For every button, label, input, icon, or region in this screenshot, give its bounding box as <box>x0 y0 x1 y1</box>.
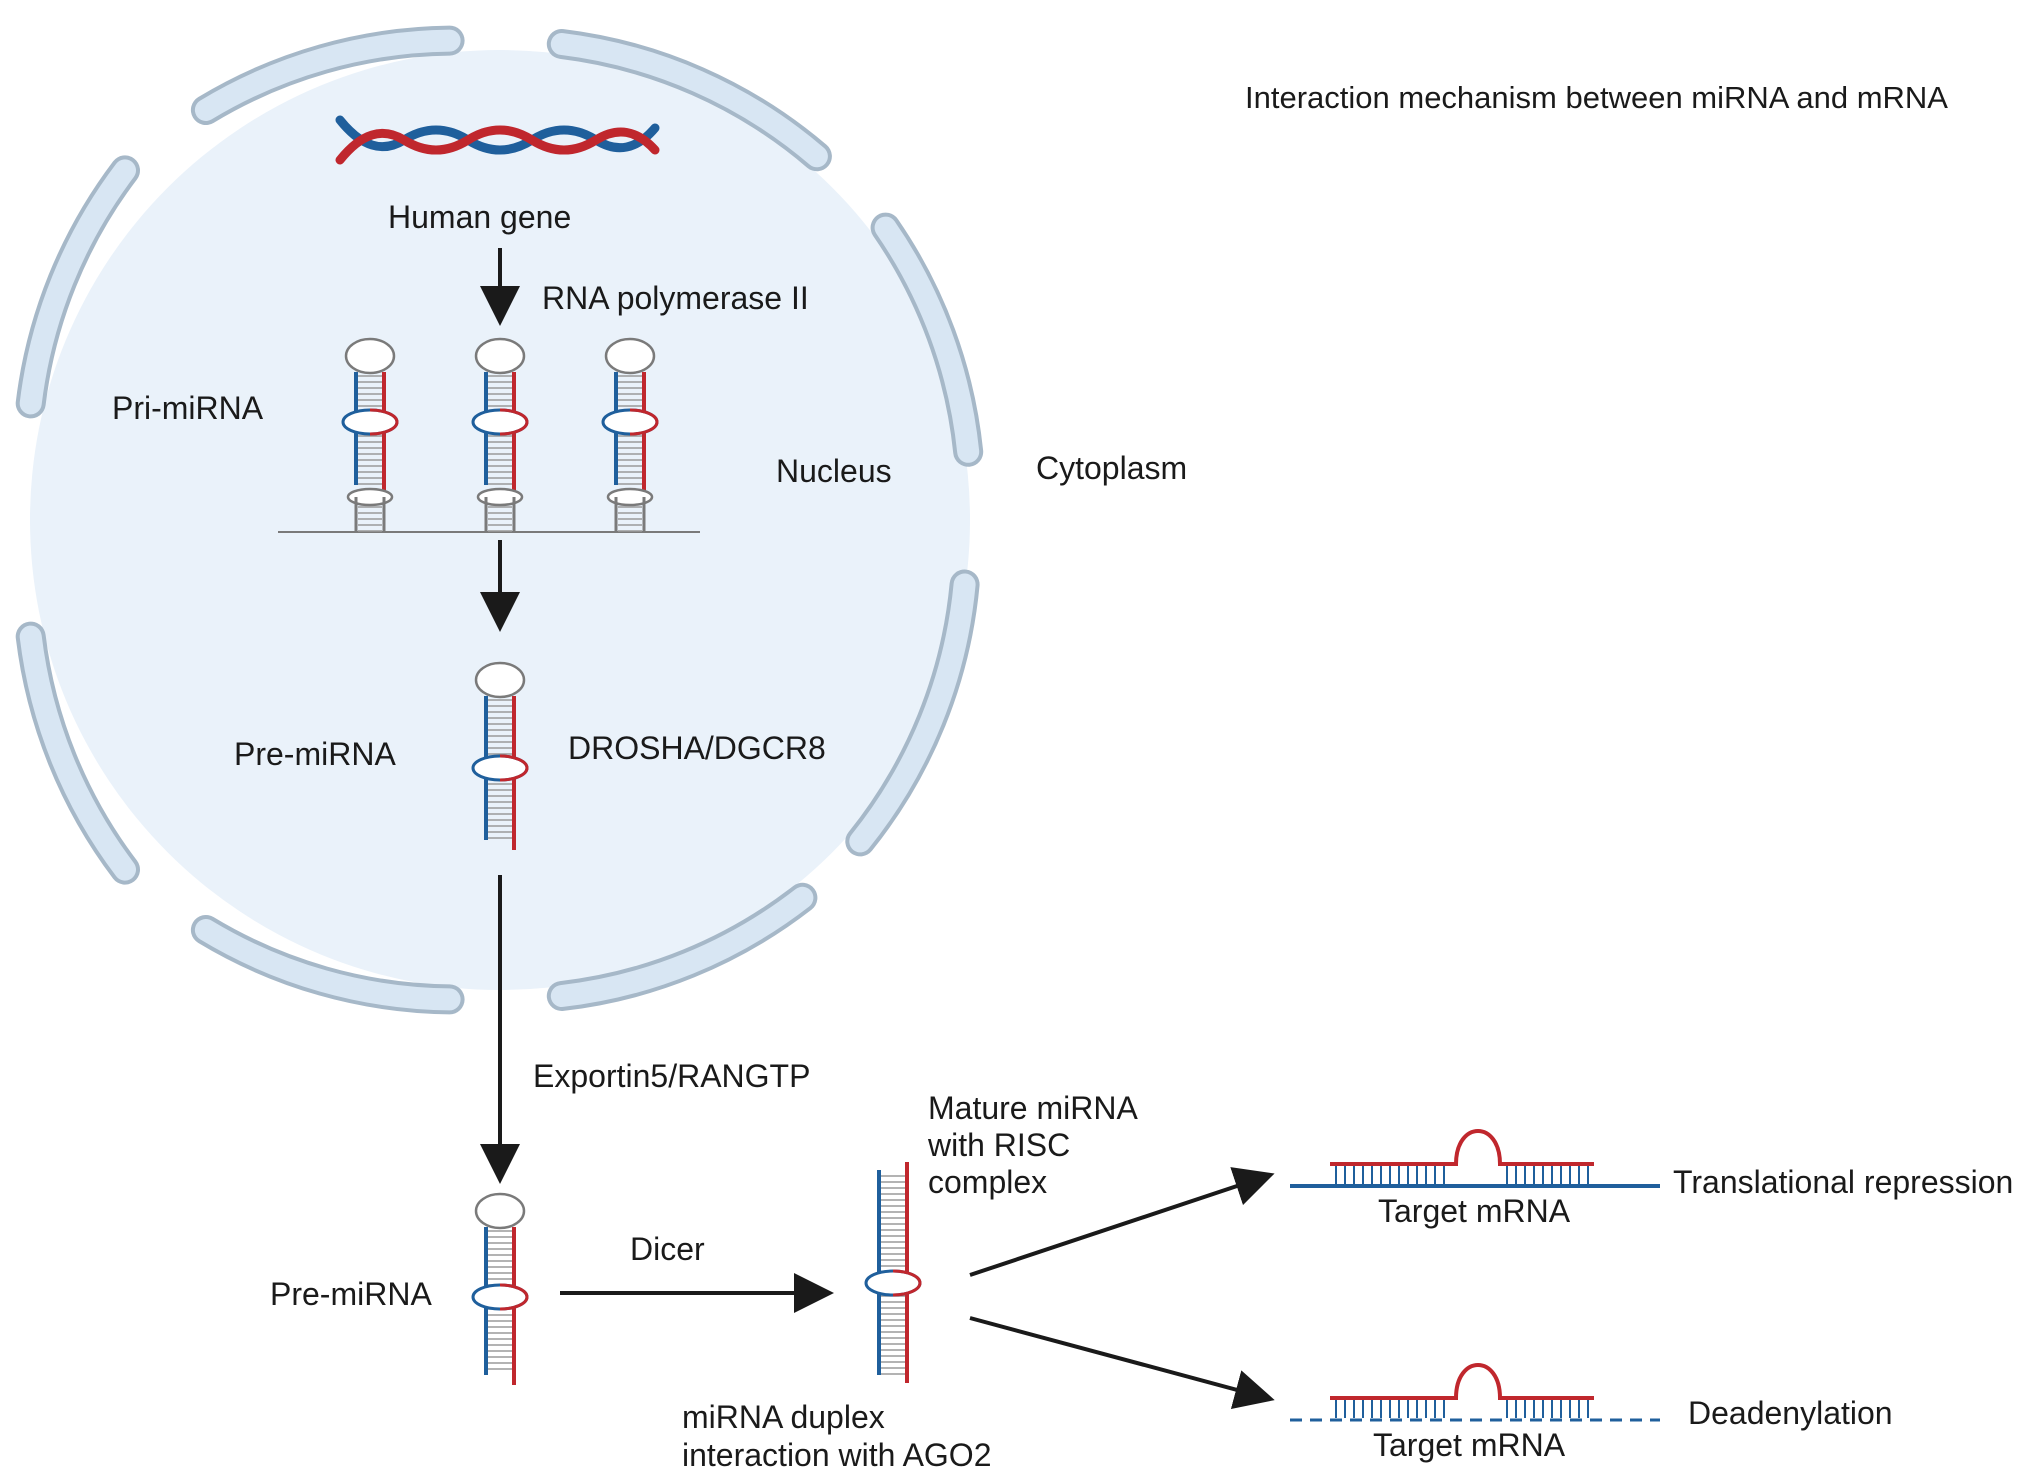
label-mature-line-2: with RISC <box>927 1127 1070 1163</box>
label-nucleus: Nucleus <box>776 453 892 489</box>
label-exportin: Exportin5/RANGTP <box>533 1058 810 1094</box>
label-mature-line-3: complex <box>928 1164 1047 1200</box>
arrow-to-deadenylation <box>969 1316 1275 1409</box>
arrow-to-repression <box>969 1167 1275 1277</box>
pre-mirna-hairpin-cytoplasm <box>471 1192 529 1385</box>
terminal-loop <box>474 1192 526 1230</box>
mirna-duplex-icon <box>864 1162 922 1383</box>
nuclear-envelope <box>15 25 984 1015</box>
label-deadenylation: Deadenylation <box>1688 1395 1893 1431</box>
terminal-loop <box>344 337 396 375</box>
label-human-gene: Human gene <box>388 199 571 235</box>
terminal-loop <box>474 661 526 699</box>
basal-bulge <box>606 487 654 507</box>
target-mrna-deadenylation-icon <box>1290 1363 1660 1422</box>
basal-bulge <box>346 487 394 507</box>
target-mrna-repression-icon <box>1290 1129 1660 1188</box>
pri-mirna-hairpin-1 <box>341 337 399 532</box>
label-dicer: Dicer <box>630 1231 705 1267</box>
label-pre-mirna-nucleus: Pre-miRNA <box>234 736 396 772</box>
nucleus-body <box>30 50 970 990</box>
terminal-loop <box>604 337 656 375</box>
label-mature-line-1: Mature miRNA <box>928 1090 1138 1126</box>
bound-mirna <box>1330 1363 1594 1400</box>
bound-mirna <box>1330 1129 1594 1166</box>
label-drosha: DROSHA/DGCR8 <box>568 730 826 766</box>
label-duplex-line-1: miRNA duplex <box>682 1399 885 1435</box>
label-target-mrna-top: Target mRNA <box>1378 1193 1571 1229</box>
label-duplex-line-2: interaction with AGO2 <box>682 1437 991 1473</box>
label-target-mrna-bottom: Target mRNA <box>1373 1427 1566 1463</box>
pri-mirna-hairpin-3 <box>601 337 659 532</box>
dna-helix-icon <box>335 115 660 165</box>
label-cytoplasm: Cytoplasm <box>1036 450 1187 486</box>
label-rna-polymerase: RNA polymerase II <box>542 280 809 316</box>
pathway-arrows <box>480 248 1275 1409</box>
label-pri-mirna: Pri-miRNA <box>112 390 264 426</box>
basal-bulge <box>476 487 524 507</box>
pri-mirna-hairpin-2 <box>471 337 529 532</box>
figure-title: Interaction mechanism between miRNA and … <box>1245 80 1948 115</box>
label-pre-mirna-cytoplasm: Pre-miRNA <box>270 1276 432 1312</box>
terminal-loop <box>474 337 526 375</box>
pre-mirna-hairpin-nucleus <box>471 661 529 850</box>
label-translational-repression: Translational repression <box>1673 1164 2013 1200</box>
